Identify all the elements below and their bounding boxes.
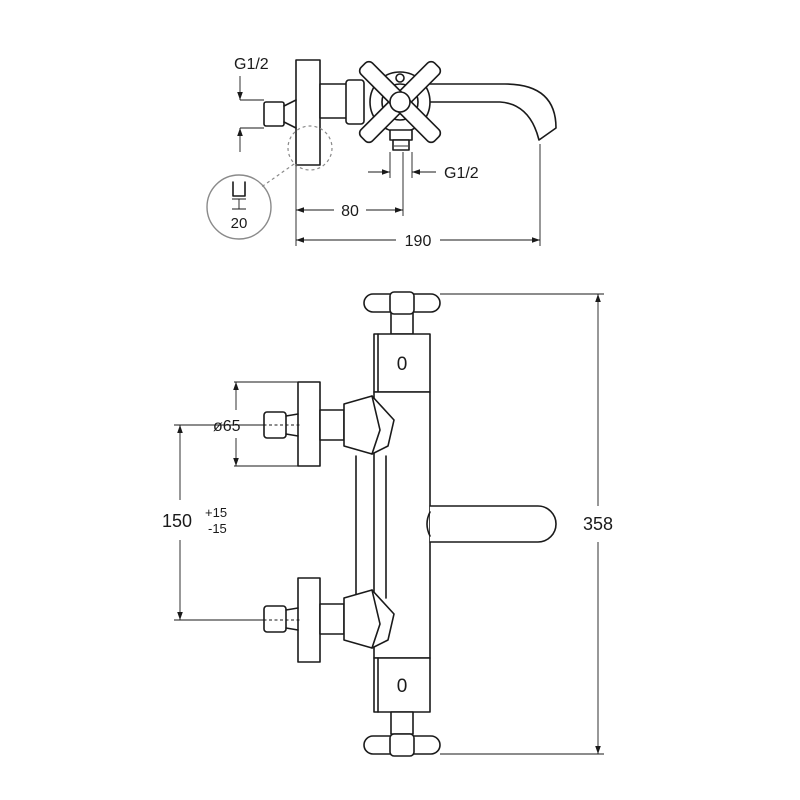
front-bottom-cartridge [373,657,431,713]
center-distance-label: 150 [162,511,192,531]
wall-to-valve-label: 80 [341,203,359,220]
detail-depth-label: 20 [231,215,248,232]
cartridge-bottom-mark: 0 [397,676,408,697]
front-bottom-handle [363,711,441,757]
side-body-collar [345,79,365,125]
total-projection-label: 190 [405,233,432,250]
center-tolerance-plus: +15 [205,505,227,520]
side-body [319,83,349,119]
side-wall-plate [295,59,321,166]
side-inlet-pipe [283,99,297,129]
front-connecting-tube [355,455,387,599]
total-height-label: 358 [583,514,613,534]
detail-depth-mark [232,198,246,210]
outlet-thread-label: G1/2 [444,165,479,182]
detail-callout-circle [206,174,272,240]
side-view: 20 G1/2 G1/2 80 190 [206,56,557,250]
side-cross-handle [358,60,442,144]
cartridge-top-mark: 0 [397,354,408,375]
center-tolerance-minus: -15 [208,521,227,536]
side-inlet-nut [263,101,285,127]
detail-slot-icon [232,181,246,197]
front-bottom-bracket [263,577,395,663]
side-spout [419,83,557,141]
front-spout [429,505,557,543]
front-view: 0 0 [162,291,613,757]
front-top-handle [363,291,441,335]
front-top-bracket [263,381,395,467]
top-inlet-thread-label: G1/2 [234,56,269,73]
side-outlet-nut [389,129,413,141]
rosette-diameter-label: ø65 [213,418,241,435]
detail-leader-line [259,163,295,189]
detail-highlight-circle [287,125,333,171]
